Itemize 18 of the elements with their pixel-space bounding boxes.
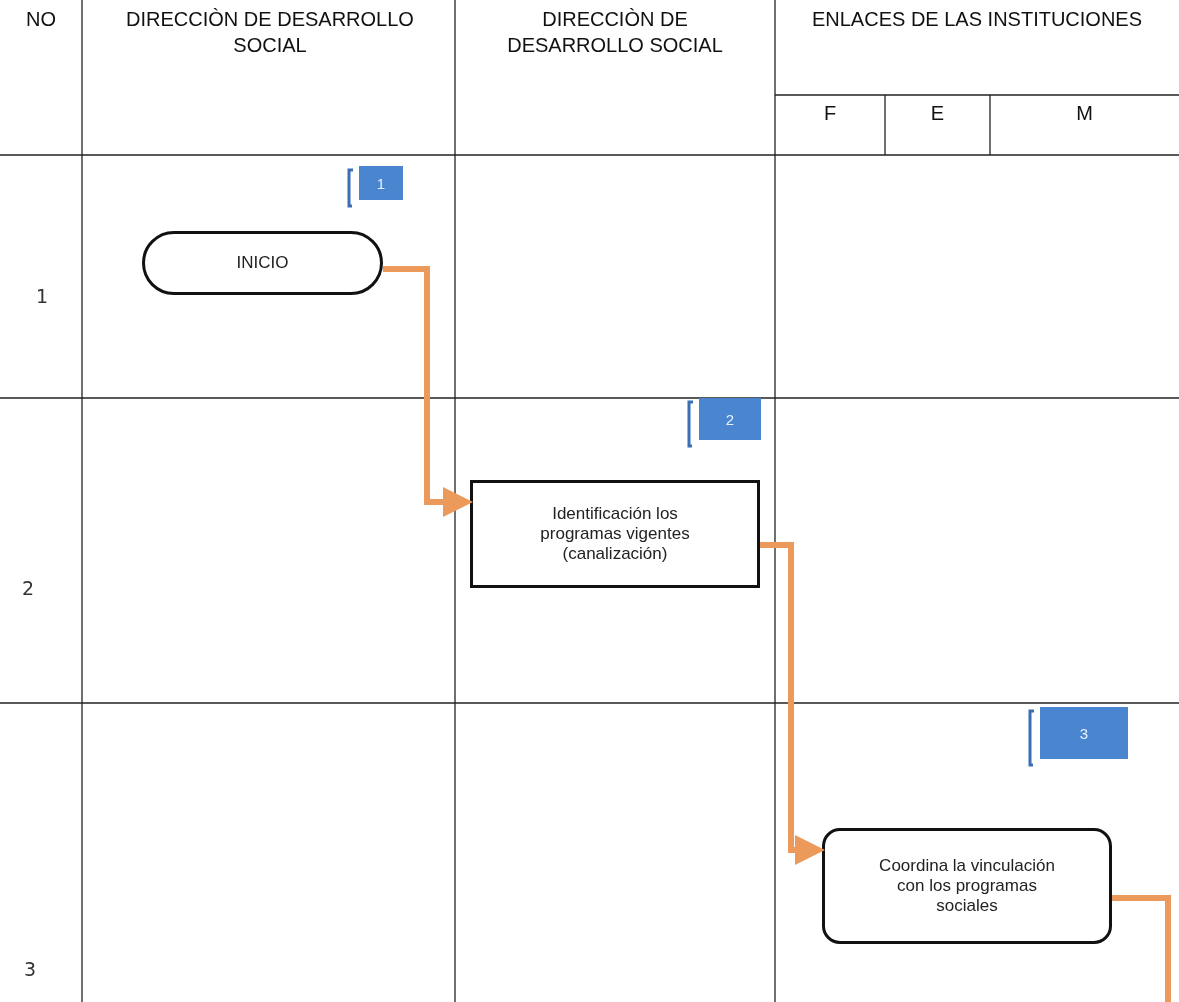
column-header: ENLACES DE LAS INSTITUCIONES — [810, 7, 1144, 32]
arrow — [760, 542, 825, 865]
row-number: 2 — [22, 577, 35, 599]
column-header: E — [929, 101, 946, 126]
connector-line — [1112, 895, 1171, 1002]
column-header: F — [822, 101, 838, 126]
column-header: NO — [25, 7, 57, 32]
column-header: DIRECCIÒN DE DESARROLLO SOCIAL — [125, 7, 415, 58]
column-header: DIRECCIÒN DE DESARROLLO SOCIAL — [506, 7, 724, 58]
row-number: 1 — [36, 285, 49, 307]
callout-number: 2 — [699, 398, 761, 440]
process-box: Identificación los programas vigentes (canalización) — [470, 480, 760, 588]
row-number: 3 — [24, 958, 37, 980]
process-box: Coordina la vinculación con los programas sociales — [822, 828, 1112, 944]
arrow — [383, 266, 473, 517]
callout-number: 1 — [359, 166, 403, 200]
callout-number: 3 — [1040, 707, 1128, 759]
column-header: M — [1075, 101, 1094, 126]
